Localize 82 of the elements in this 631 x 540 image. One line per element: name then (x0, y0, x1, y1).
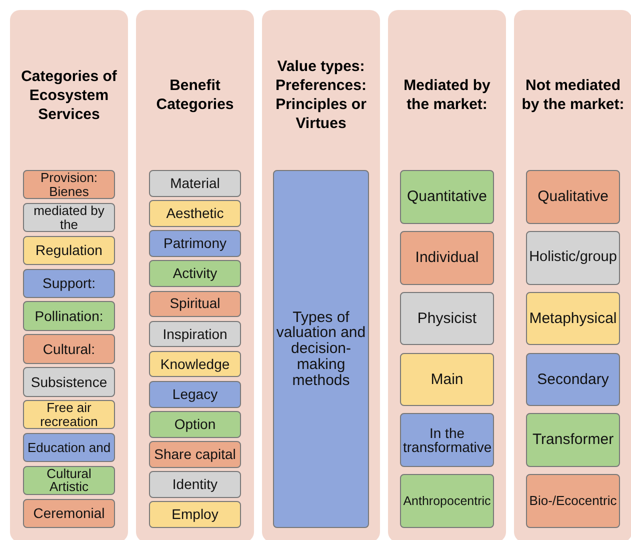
category-text: Bio-/Ecocentric (529, 494, 617, 508)
column-heading: Benefit Categories (155, 76, 235, 115)
category-box (149, 501, 241, 528)
category-box (23, 202, 115, 232)
category-text: Holistic/group (529, 250, 617, 266)
category-text: Cultural: (42, 342, 96, 356)
category-box (400, 292, 494, 346)
category-text: Material (170, 176, 220, 191)
category-text: Regulation (36, 243, 102, 258)
column-panel (388, 10, 506, 540)
category-box (400, 352, 494, 406)
category-box (149, 411, 241, 438)
category-text: Provision: Bienes (39, 171, 99, 198)
category-text: Main (430, 372, 464, 388)
category-text: In the transformative (403, 426, 491, 455)
category-text: Physicist (417, 310, 477, 326)
category-text: Metaphysical (529, 310, 617, 326)
category-box (149, 260, 241, 287)
category-text: Anthropocentric (403, 494, 491, 508)
category-box (149, 441, 241, 468)
category-box (23, 334, 115, 364)
category-box (23, 301, 115, 331)
category-box (149, 200, 241, 227)
category-box (23, 170, 115, 200)
category-box (23, 466, 115, 496)
category-box (23, 498, 115, 528)
method-box (273, 170, 369, 528)
category-text: Support: (42, 276, 96, 291)
category-text: Individual (415, 250, 479, 266)
column-heading: Not mediated by the market: (520, 76, 626, 115)
category-text: Pollination: (34, 308, 104, 324)
category-text: Education and (27, 440, 111, 454)
category-text: Employ (172, 507, 218, 522)
category-box (23, 236, 115, 266)
category-box (149, 290, 241, 318)
column-heading: Value types: Preferences: Principles or Virtues (274, 57, 368, 134)
category-box (23, 268, 115, 298)
category-text: Quantitative (406, 189, 488, 205)
category-text: Activity (172, 266, 218, 282)
category-text: Ceremonial (33, 506, 105, 521)
category-text: Spiritual (170, 296, 220, 312)
column-heading: Mediated by the market: (402, 76, 492, 115)
category-box (400, 230, 494, 285)
category-text: Free air recreation (39, 401, 99, 428)
category-text: Transformer (532, 432, 614, 448)
category-box (149, 320, 241, 348)
category-box (526, 230, 620, 285)
category-box (400, 474, 494, 528)
category-box (400, 413, 494, 468)
column-panel (10, 10, 128, 540)
category-text: Inspiration (162, 326, 228, 342)
category-text: Share capital (154, 447, 236, 462)
category-text: Identity (172, 477, 218, 492)
category-text: Aesthetic (166, 206, 224, 221)
category-box (526, 474, 620, 528)
column-heading: Categories of Ecosystem Services (20, 66, 118, 124)
category-box (526, 292, 620, 346)
category-text: Cultural Artistic (46, 466, 92, 494)
category-text: Legacy (172, 386, 218, 402)
column-panel (262, 10, 380, 540)
category-box (149, 350, 241, 378)
category-text: mediated by the (32, 204, 106, 232)
category-box (149, 170, 241, 197)
category-text: Secondary (537, 372, 609, 388)
category-box (149, 471, 241, 498)
category-text: Patrimony (163, 236, 227, 251)
category-text: Subsistence (30, 374, 108, 390)
category-text: Qualitative (538, 189, 608, 205)
category-box (23, 400, 115, 430)
category-text: Option (174, 416, 216, 432)
category-box (526, 170, 620, 224)
box-text: Types of valuation and decision-making methods (276, 310, 366, 388)
category-box (526, 413, 620, 468)
category-box (149, 230, 241, 257)
category-box (149, 380, 241, 408)
category-text: Knowledge (160, 356, 230, 372)
column-panel (514, 10, 631, 540)
category-box (23, 367, 115, 397)
category-box (23, 432, 115, 462)
category-box (400, 170, 494, 224)
category-box (526, 352, 620, 406)
column-panel (136, 10, 254, 540)
